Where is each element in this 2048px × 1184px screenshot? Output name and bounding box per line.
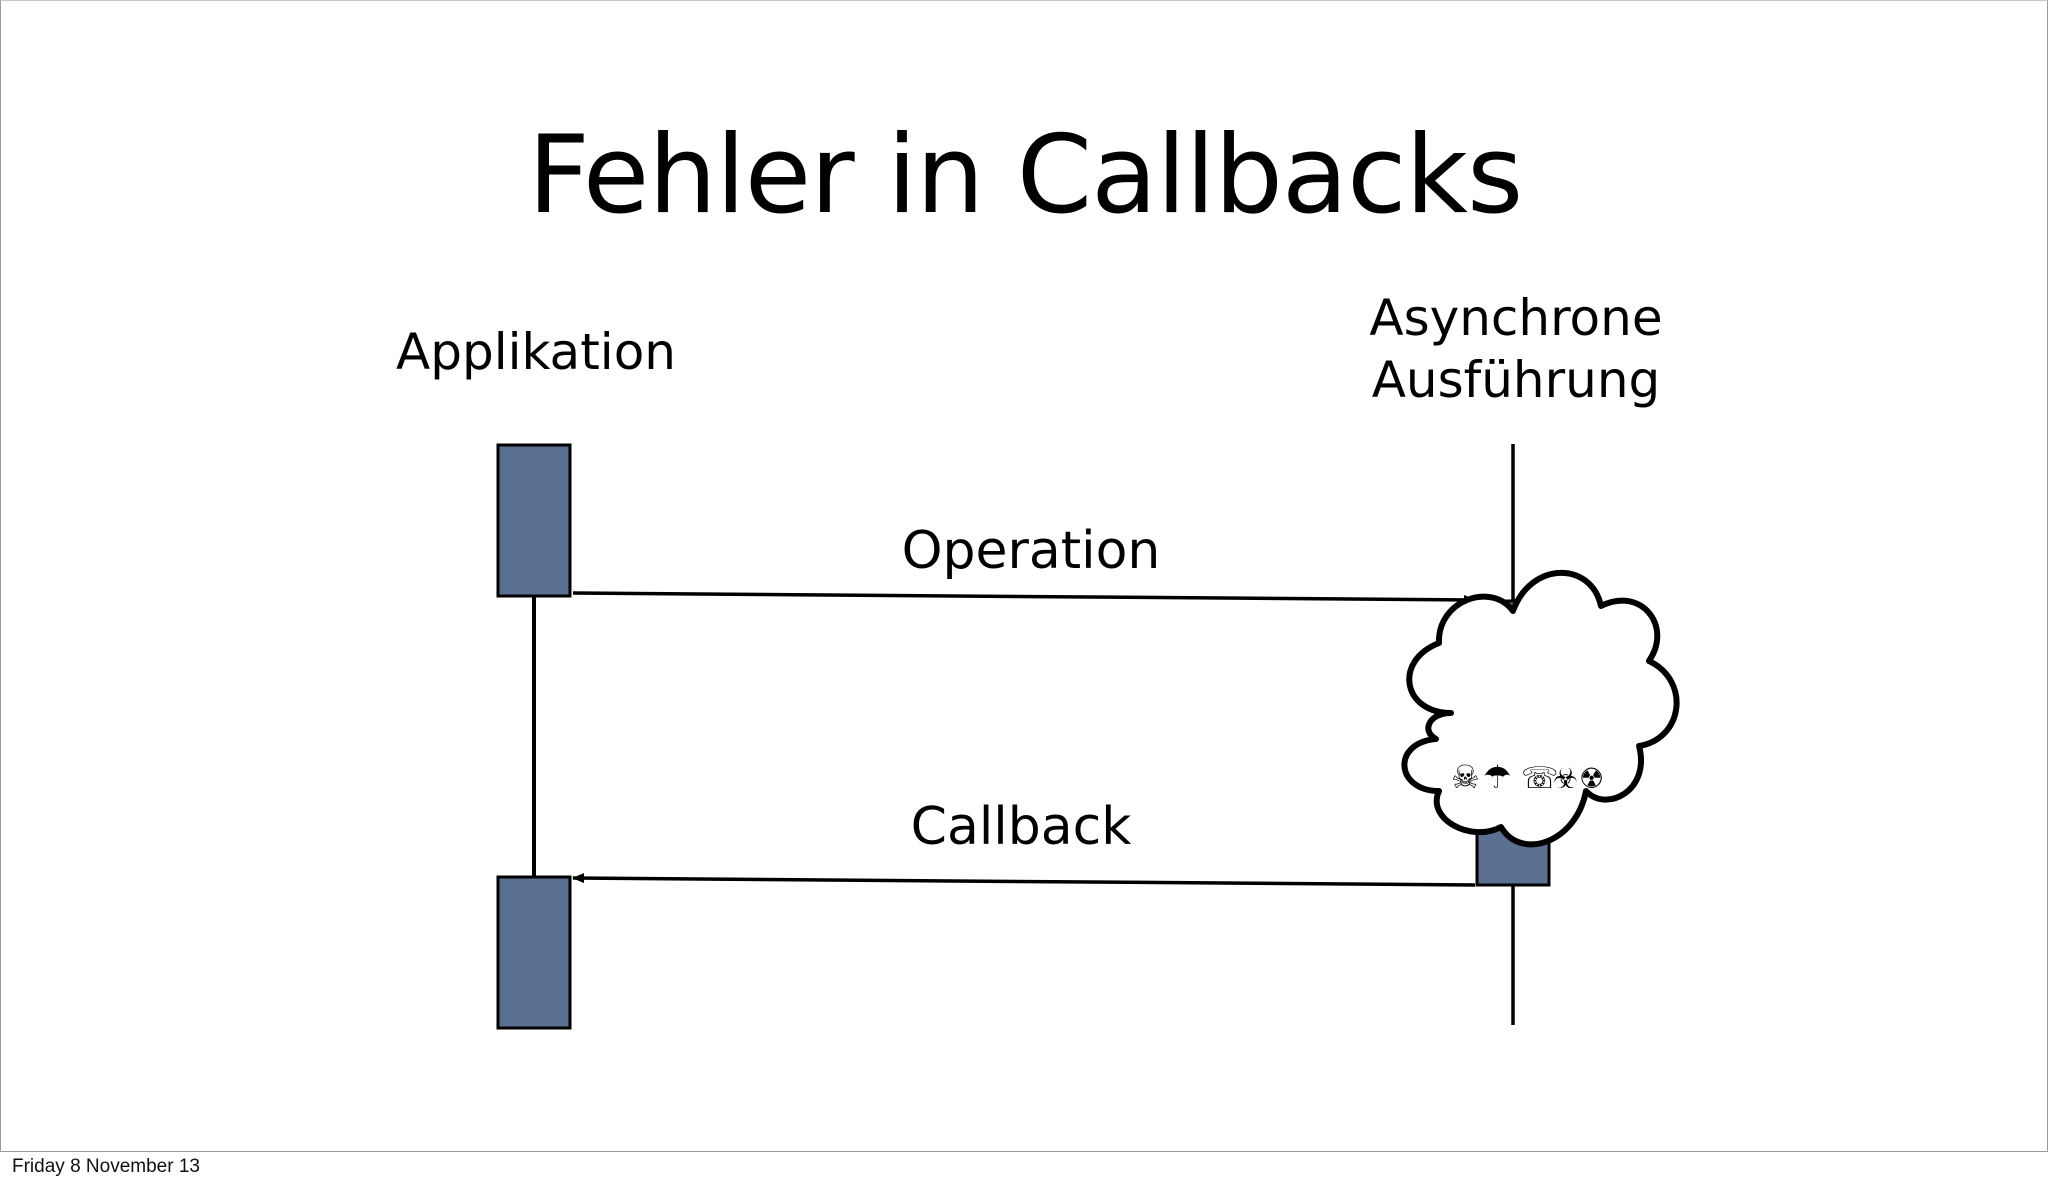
message-arrow-operation bbox=[572, 591, 1476, 605]
message-label-callback: Callback bbox=[910, 797, 1132, 857]
slide-title: Fehler in Callbacks bbox=[527, 113, 1524, 238]
error-cloud bbox=[1401, 569, 1680, 848]
footer-bar bbox=[0, 1152, 2048, 1184]
participant-label-async: Asynchrone Ausführung bbox=[1331, 287, 1701, 411]
participant-label-line: Ausführung bbox=[1371, 351, 1661, 409]
slide: Fehler in Callbacks Applikation Asynchro… bbox=[0, 0, 2048, 1152]
message-arrow-callback bbox=[572, 873, 1476, 887]
message-label-operation: Operation bbox=[901, 521, 1161, 581]
participant-label-line: Asynchrone bbox=[1369, 289, 1663, 347]
radioactive-icon: ☢ bbox=[1579, 762, 1604, 795]
skull-crossbones-icon: ☠ bbox=[1451, 758, 1480, 796]
sequence-diagram: ☠ ☂ ☏ ☣ ☢ bbox=[496, 443, 1680, 1030]
activation-box-app-top bbox=[496, 443, 572, 598]
participant-label-applikation: Applikation bbox=[371, 321, 701, 383]
footer-date: Friday 8 November 13 bbox=[12, 1156, 200, 1177]
activation-box-app-bottom bbox=[496, 875, 572, 1030]
telephone-icon: ☏ bbox=[1521, 761, 1559, 796]
umbrella-icon: ☂ bbox=[1483, 758, 1512, 796]
participant-label-line: Applikation bbox=[396, 323, 676, 381]
biohazard-icon: ☣ bbox=[1553, 762, 1578, 795]
